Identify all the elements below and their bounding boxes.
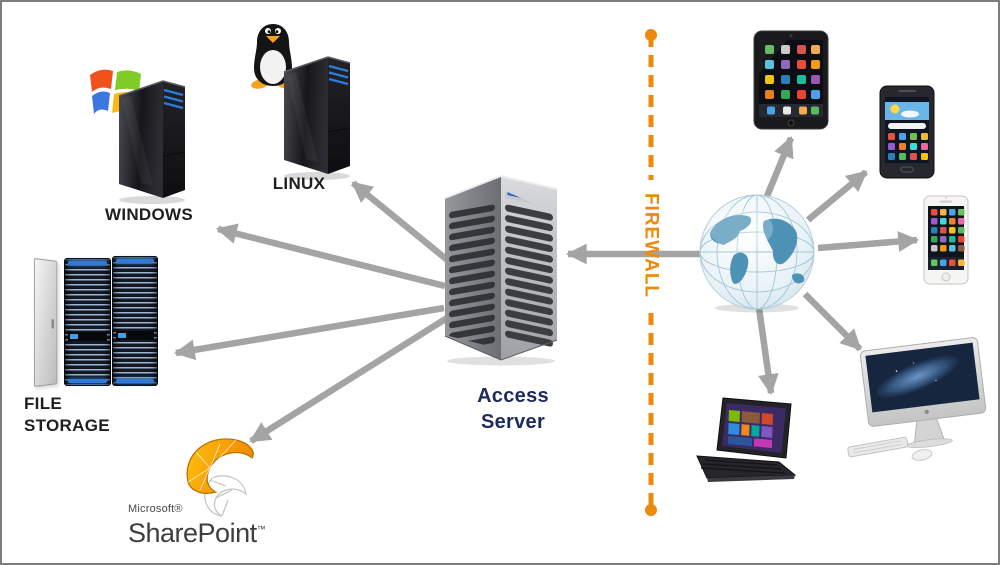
file-storage-label: FILE STORAGE <box>24 394 110 435</box>
server-rack <box>112 256 158 386</box>
connection-arrow-access-server-to-sharepoint <box>249 315 449 444</box>
sharepoint-brand: Microsoft® SharePoint™ <box>128 503 266 548</box>
connection-arrow-internet-globe-to-tablet <box>761 136 795 203</box>
connection-arrow-access-server-to-linux <box>350 180 454 266</box>
imac-icon <box>847 337 987 461</box>
linux-server-icon <box>282 55 352 182</box>
laptop-icon <box>696 397 797 482</box>
android-phone-icon <box>879 85 935 179</box>
connection-arrow-internet-globe-to-iphone <box>817 231 920 252</box>
connection-arrow-internet-globe-to-imac <box>802 291 863 352</box>
connection-arrow-access-server-to-file-storage <box>173 304 445 361</box>
iphone-icon <box>923 195 969 285</box>
microsoft-wordmark: Microsoft® <box>128 503 183 515</box>
firewall-label: FIREWALL <box>641 192 662 299</box>
sharepoint-wordmark: SharePoint™ <box>128 518 266 548</box>
linux-label: LINUX <box>272 174 326 193</box>
windows-label: WINDOWS <box>104 205 194 224</box>
connection-arrow-access-server-to-windows <box>215 223 446 290</box>
access-server-label: Access Server <box>477 385 549 433</box>
windows-server-icon <box>117 79 187 206</box>
server-rack <box>64 258 111 386</box>
tablet-icon <box>753 30 829 130</box>
rack-door <box>34 258 58 387</box>
connection-arrow-internet-globe-to-android-phone <box>805 169 869 223</box>
firewall-line <box>645 29 657 516</box>
internet-globe-icon <box>699 194 815 313</box>
access-server-icon <box>444 174 558 366</box>
file-storage-icon <box>34 252 158 392</box>
connection-arrow-internet-globe-to-laptop <box>755 307 779 396</box>
sharepoint-logo-icon <box>186 438 254 517</box>
